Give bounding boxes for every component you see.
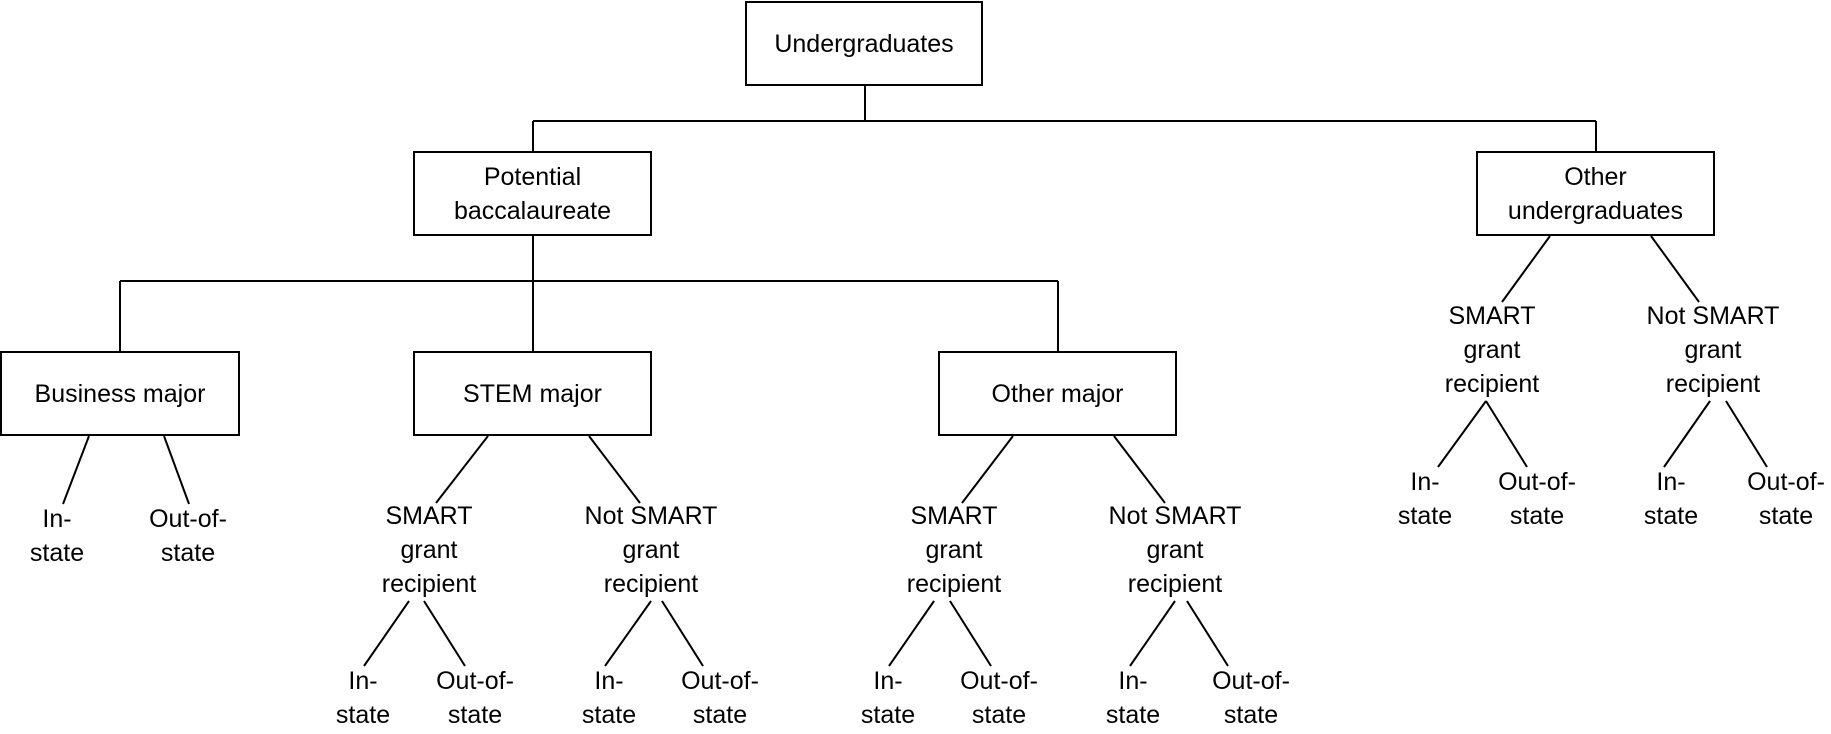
connector-stem-smart-in — [363, 600, 410, 667]
leaf-business-out-of-state: Out-of- state — [149, 505, 227, 567]
connector-stem-ns-in — [604, 600, 652, 667]
connector-business-out — [163, 435, 190, 505]
connector-ou-smart-out — [1485, 400, 1528, 468]
leaf-other-smart-in-state: In- state — [860, 667, 916, 729]
leaf-other-ns-in-state: In- state — [1105, 667, 1161, 729]
node-other-major: Other major — [938, 351, 1177, 436]
node-business-major: Business major — [0, 351, 240, 436]
node-stem-major: STEM major — [413, 351, 652, 436]
leaf-ou-smart-in-state: In- state — [1397, 468, 1453, 530]
connector-stem-smart — [435, 435, 489, 504]
connector-ou-ns-out — [1725, 400, 1768, 468]
connector-other-ns-in — [1129, 600, 1176, 667]
connector-other-smart — [961, 435, 1014, 504]
leaf-ou-ns-out-of-state: Out-of- state — [1747, 468, 1825, 530]
connector-ou-notsmart — [1650, 235, 1700, 303]
node-stem-label: STEM major — [463, 379, 602, 408]
node-ou-smart-recipient: SMART grant recipient — [1444, 302, 1540, 398]
leaf-ou-smart-out-of-state: Out-of- state — [1498, 468, 1576, 530]
node-potential-line2: baccalaureate — [453, 196, 612, 225]
leaf-stem-ns-out-of-state: Out-of- state — [681, 667, 759, 729]
node-other-undergrads-line2: undergraduates — [1507, 196, 1684, 225]
node-ou-not-smart-recipient: Not SMART grant recipient — [1646, 302, 1780, 398]
leaf-stem-smart-in-state: In- state — [335, 667, 391, 729]
connector-ou-smart-in — [1437, 400, 1487, 468]
node-other-major-label: Other major — [991, 379, 1124, 408]
connector-stem-notsmart — [588, 435, 641, 504]
node-potential-line1: Potential — [483, 162, 582, 191]
node-stem-smart-recipient: SMART grant recipient — [381, 502, 477, 598]
node-other-not-smart-recipient: Not SMART grant recipient — [1108, 502, 1242, 598]
node-potential-baccalaureate: Potential baccalaureate — [413, 151, 652, 236]
connector-other-smart-out — [949, 600, 992, 667]
leaf-other-ns-out-of-state: Out-of- state — [1212, 667, 1290, 729]
node-other-undergrads-line1: Other — [1564, 162, 1627, 191]
connector-other-ns-out — [1186, 600, 1229, 667]
node-business-label: Business major — [34, 379, 206, 408]
node-undergraduates-label: Undergraduates — [774, 29, 954, 58]
connector-stem-smart-out — [423, 600, 466, 667]
node-stem-not-smart-recipient: Not SMART grant recipient — [584, 502, 718, 598]
connector-other-smart-in — [888, 600, 935, 667]
connector-business-in — [62, 435, 90, 505]
leaf-stem-ns-in-state: In- state — [581, 667, 637, 729]
connector-ou-smart — [1501, 235, 1551, 303]
connector-other-notsmart — [1113, 435, 1166, 504]
leaf-ou-ns-in-state: In- state — [1643, 468, 1699, 530]
node-other-smart-recipient: SMART grant recipient — [906, 502, 1002, 598]
node-undergraduates: Undergraduates — [745, 1, 983, 86]
leaf-business-in-state: In- state — [29, 505, 85, 567]
leaf-stem-smart-out-of-state: Out-of- state — [436, 667, 514, 729]
leaf-other-smart-out-of-state: Out-of- state — [960, 667, 1038, 729]
connector-ou-ns-in — [1663, 400, 1711, 468]
connector-stem-ns-out — [661, 600, 704, 667]
node-other-undergraduates: Other undergraduates — [1476, 151, 1715, 236]
